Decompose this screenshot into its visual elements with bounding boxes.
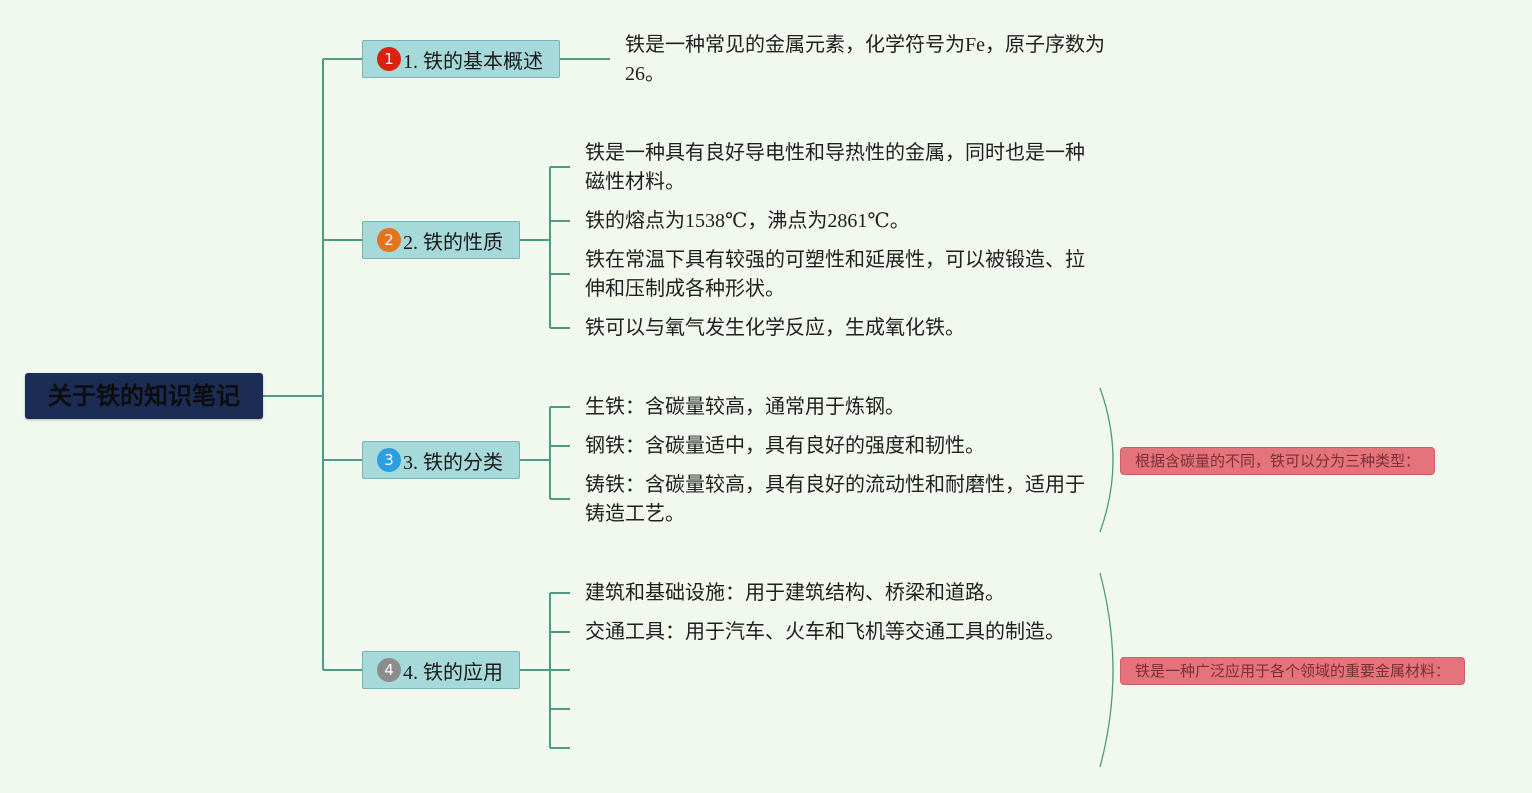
summary-callout-3[interactable]: 根据含碳量的不同，铁可以分为三种类型： — [1120, 447, 1436, 475]
leaf-2-4[interactable]: 铁可以与氧气发生化学反应，生成氧化铁。 — [585, 317, 965, 339]
branch-2-topic[interactable]: 2 2. 铁的性质 — [362, 221, 520, 259]
branch-2-label: 2. 铁的性质 — [403, 231, 503, 254]
priority-1-icon: 1 — [377, 47, 401, 71]
leaf-3-3[interactable]: 铸铁：含碳量较高，具有良好的流动性和耐磨性，适用于铸造工艺。 — [585, 474, 1085, 525]
branch-3-topic[interactable]: 3 3. 铁的分类 — [362, 441, 520, 479]
root-topic[interactable]: 关于铁的知识笔记 — [25, 373, 263, 419]
summary-brace-3 — [1099, 387, 1114, 533]
leaf-2-3[interactable]: 铁在常温下具有较强的可塑性和延展性，可以被锻造、拉伸和压制成各种形状。 — [585, 249, 1085, 300]
priority-3-icon: 3 — [377, 448, 401, 472]
summary-brace-4 — [1099, 572, 1114, 768]
priority-4-icon: 4 — [377, 658, 401, 682]
branch-1-label: 1. 铁的基本概述 — [403, 50, 543, 73]
branch-3-label: 3. 铁的分类 — [403, 451, 503, 474]
leaf-2-2[interactable]: 铁的熔点为1538℃，沸点为2861℃。 — [585, 210, 910, 232]
leaf-4-2[interactable]: 交通工具：用于汽车、火车和飞机等交通工具的制造。 — [585, 621, 1065, 643]
leaf-2-1[interactable]: 铁是一种具有良好导电性和导热性的金属，同时也是一种磁性材料。 — [585, 142, 1085, 193]
leaf-4-1[interactable]: 建筑和基础设施：用于建筑结构、桥梁和道路。 — [585, 582, 1005, 604]
branch-4-topic[interactable]: 4 4. 铁的应用 — [362, 651, 520, 689]
branch-1-topic[interactable]: 1 1. 铁的基本概述 — [362, 40, 560, 78]
branch-4-label: 4. 铁的应用 — [403, 661, 503, 684]
leaf-3-2[interactable]: 钢铁：含碳量适中，具有良好的强度和韧性。 — [585, 435, 985, 457]
summary-callout-4[interactable]: 铁是一种广泛应用于各个领域的重要金属材料： — [1120, 657, 1466, 685]
leaf-1-1[interactable]: 铁是一种常见的金属元素，化学符号为Fe，原子序数为26。 — [625, 34, 1105, 85]
leaf-3-1[interactable]: 生铁：含碳量较高，通常用于炼钢。 — [585, 396, 905, 418]
priority-2-icon: 2 — [377, 228, 401, 252]
